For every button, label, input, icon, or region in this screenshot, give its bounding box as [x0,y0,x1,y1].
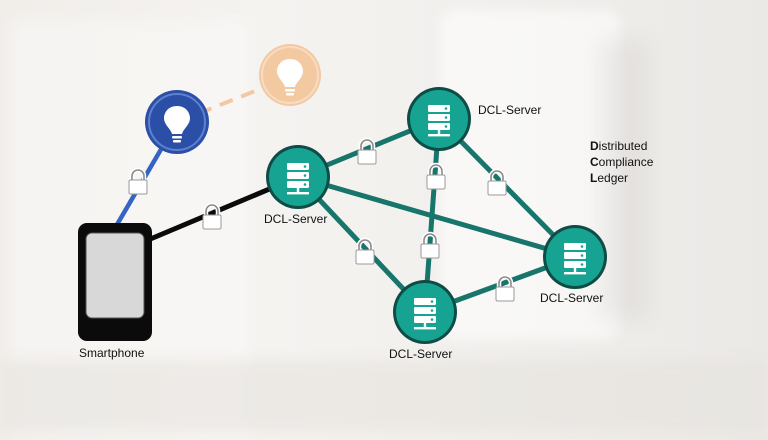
dcl-server-node-left[interactable] [266,145,330,209]
background-floor [0,360,768,432]
background-shadow [600,40,650,320]
dcl-server-label-right: DCL-Server [540,291,604,305]
link-left-right [297,174,576,260]
dcl-server-node-bottom[interactable] [393,280,457,344]
dcl-line-ledger: Ledger [590,171,629,185]
lightbulb-node-inactive[interactable] [259,44,321,106]
dcl-server-node-top[interactable] [407,87,471,151]
smartphone-label: Smartphone [79,346,145,360]
dcl-server-label-left: DCL-Server [264,212,328,226]
padlock-icon [356,240,374,264]
dcl-server-node-right[interactable] [543,225,607,289]
dcl-acronym-caption: Distributed Compliance Ledger [590,138,653,186]
dcl-line-compliance: Compliance [590,155,654,169]
dcl-server-label-top: DCL-Server [478,103,542,117]
link-top-right [437,117,577,259]
smartphone-device[interactable] [78,223,152,341]
padlock-icon [358,140,376,164]
link-top-bottom [422,118,442,313]
padlock-icon [203,205,221,229]
dcl-server-label-bottom: DCL-Server [389,347,453,361]
dcl-line-distributed: Distributed [590,139,648,153]
padlock-icon [129,170,147,194]
lightbulb-node-active[interactable] [145,90,209,154]
